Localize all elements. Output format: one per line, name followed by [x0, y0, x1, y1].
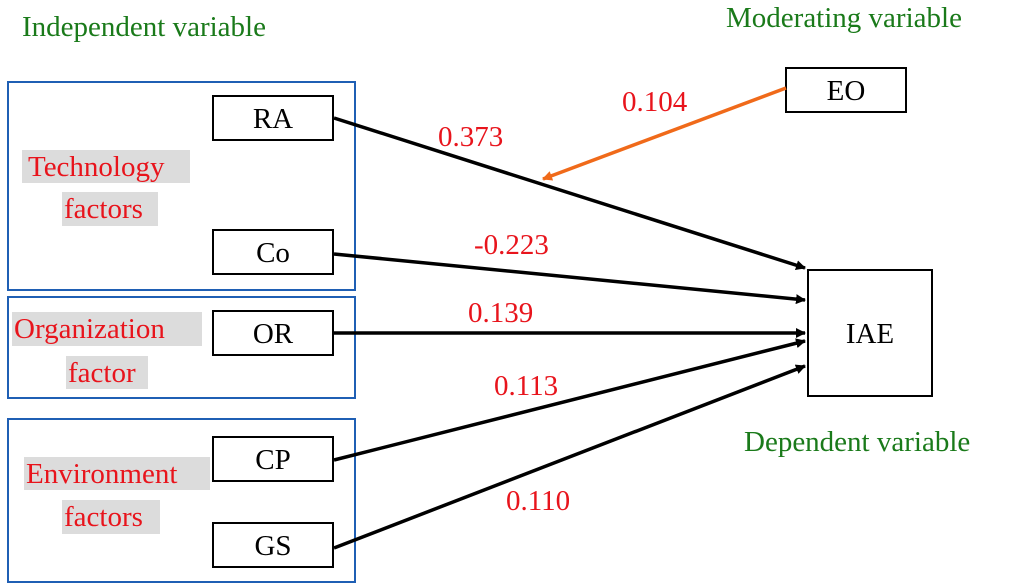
independent-variable-heading: Independent variable: [22, 11, 266, 43]
environment-label-highlight-2: [62, 500, 160, 534]
node-iae-label: IAE: [846, 318, 894, 350]
node-co: Co: [212, 229, 334, 275]
path-arrow-cp-iae: [333, 338, 806, 462]
moderation-arrow-eo: [542, 86, 787, 181]
path-arrow-co-iae: [333, 252, 806, 305]
environment-factors-label: Environment: [26, 458, 177, 490]
path-arrow-gs-iae: [333, 364, 806, 550]
coefficient-gs-iae: 0.110: [506, 485, 570, 517]
node-eo: EO: [785, 67, 907, 113]
coefficient-cp-iae: 0.113: [494, 370, 558, 402]
path-arrow-ra-iae: [333, 116, 806, 271]
technology-factors-group: [7, 81, 356, 291]
coefficient-eo-moderation: 0.104: [622, 86, 688, 118]
node-cp-label: CP: [255, 444, 290, 476]
organization-label-highlight: [12, 312, 202, 346]
technology-label-highlight-2: [62, 192, 158, 226]
node-ra-box: [212, 95, 334, 141]
organization-factor-label: Organization: [14, 313, 165, 345]
technology-factors-label-line2: factors: [64, 193, 143, 225]
technology-factors-label: Technology: [28, 151, 165, 183]
coefficient-ra-iae: 0.373: [438, 121, 503, 153]
node-ra: RA: [212, 95, 334, 141]
node-cp-box: [212, 436, 334, 482]
node-iae-box: [807, 269, 933, 397]
organization-label-highlight-2: [66, 356, 148, 389]
node-co-label: Co: [256, 237, 290, 269]
node-eo-box: [785, 67, 907, 113]
organization-factor-group: [7, 296, 356, 399]
coefficient-or-iae: 0.139: [468, 297, 533, 329]
dependent-variable-heading: Dependent variable: [744, 426, 970, 458]
node-or-label: OR: [253, 318, 294, 350]
node-cp: CP: [212, 436, 334, 482]
node-gs-box: [212, 522, 334, 568]
node-ra-label: RA: [253, 103, 293, 135]
organization-factor-label-line2: factor: [68, 357, 136, 389]
environment-factors-label-line2: factors: [64, 501, 143, 533]
environment-label-highlight: [24, 457, 210, 490]
node-eo-label: EO: [827, 75, 866, 107]
technology-label-highlight: [22, 150, 190, 183]
coefficient-co-iae: -0.223: [474, 229, 549, 261]
moderating-variable-heading: Moderating variable: [726, 2, 962, 34]
node-gs-label: GS: [254, 530, 291, 562]
node-or: OR: [212, 310, 334, 356]
node-gs: GS: [212, 522, 334, 568]
node-iae: IAE: [807, 269, 933, 397]
node-co-box: [212, 229, 334, 275]
environment-factors-group: [7, 418, 356, 583]
node-or-box: [212, 310, 334, 356]
